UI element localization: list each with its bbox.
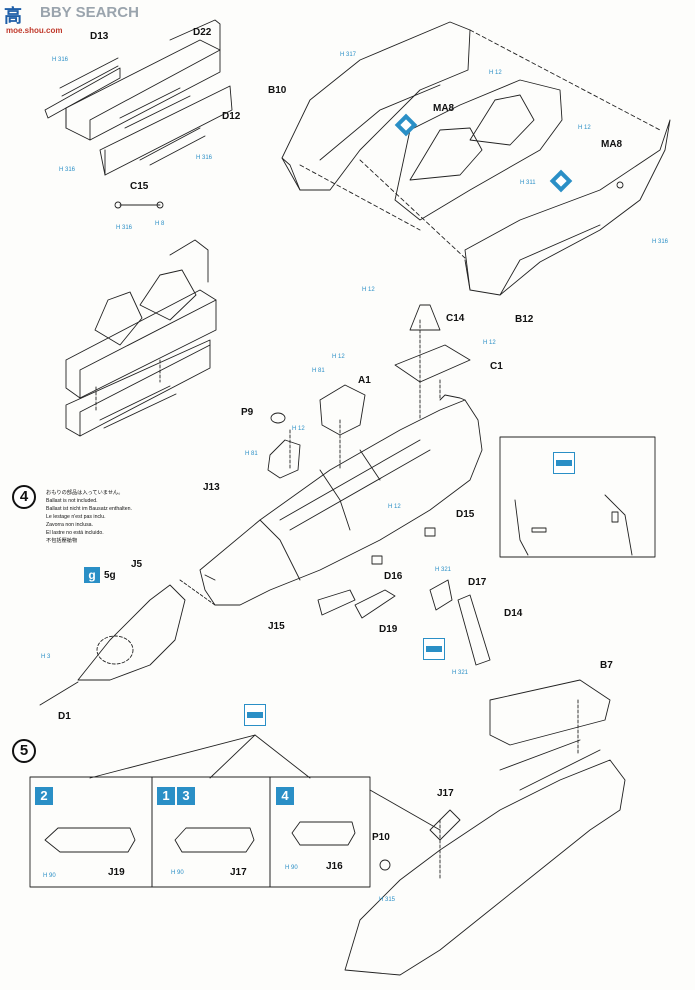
color-code: H 90	[285, 865, 298, 871]
color-code: H 317	[340, 52, 357, 58]
color-code: H 12	[362, 287, 375, 293]
fuselage-step5	[344, 679, 626, 976]
part-label-D19: D19	[379, 624, 398, 635]
cockpit-tub-top-right	[281, 21, 671, 296]
part-label-C15: C15	[130, 181, 149, 192]
pod-parts	[44, 821, 356, 853]
part-label-MA8: MA8	[433, 103, 455, 114]
color-code: H 321	[452, 670, 469, 676]
color-code: H 12	[332, 354, 345, 360]
double-arrow-icon	[423, 638, 445, 660]
panel-number-4: 4	[276, 787, 294, 805]
color-code: H 3	[41, 654, 51, 660]
part-label-J16: J16	[326, 861, 343, 872]
part-label-J17: J17	[230, 867, 247, 878]
weight-badge-icon: g	[84, 567, 100, 583]
color-code: H 316	[52, 57, 69, 63]
ballast-note-zh: 不包括壓艙物	[46, 538, 78, 544]
weight-value: 5g	[104, 570, 116, 581]
part-label-P9: P9	[241, 407, 254, 418]
color-code: H 12	[483, 340, 496, 346]
ballast-note-de: Ballast ist nicht im Bausatz enthalten.	[46, 506, 132, 512]
part-label-J13: J13	[203, 482, 220, 493]
ballast-note-es: El lastre no está incluido.	[46, 530, 104, 536]
double-arrow-icon	[553, 452, 575, 474]
seat-assembly-left	[65, 239, 217, 437]
step5-panels	[29, 734, 371, 888]
color-code: H 311	[520, 180, 536, 186]
color-code: H 316	[59, 167, 76, 173]
part-label-MA8: MA8	[601, 139, 623, 150]
color-code: H 12	[578, 125, 591, 131]
ballast-note-it: Zavorra non inclusa.	[46, 522, 93, 528]
ballast-note-fr: Le lestage n'est pas inclu.	[46, 514, 106, 520]
color-code: H 316	[652, 239, 669, 245]
panel-number-2: 2	[35, 787, 53, 805]
part-label-J17: J17	[437, 788, 454, 799]
watermark-url: moe.shou.com	[6, 26, 63, 35]
part-label-J15: J15	[268, 621, 285, 632]
ballast-note-en: Ballast is not included.	[46, 498, 98, 504]
part-label-D12: D12	[222, 111, 241, 122]
panel-number-1: 1	[157, 787, 175, 805]
part-label-B12: B12	[515, 314, 534, 325]
color-code: H 90	[43, 873, 56, 879]
part-label-C14: C14	[446, 313, 465, 324]
color-code: H 321	[435, 567, 452, 573]
small-parts-step4	[267, 304, 491, 666]
part-label-C1: C1	[490, 361, 503, 372]
part-label-D17: D17	[468, 577, 487, 588]
part-label-D16: D16	[384, 571, 403, 582]
ballast-note-ja: おもりの部品は入っていません。	[46, 490, 124, 496]
fuselage-step4	[39, 319, 483, 706]
color-code: H 316	[196, 155, 213, 161]
rail-assembly-top	[44, 19, 233, 209]
color-code: H 316	[116, 225, 133, 231]
color-code: H 90	[171, 870, 184, 876]
part-label-J5: J5	[131, 559, 143, 570]
part-label-D22: D22	[193, 27, 212, 38]
part-label-D15: D15	[456, 509, 475, 520]
part-label-J19: J19	[108, 867, 125, 878]
color-code: H 81	[312, 368, 325, 374]
color-code: H 12	[489, 70, 502, 76]
step-number-4: 4	[12, 485, 36, 509]
part-label-P10: P10	[372, 832, 390, 843]
color-code: H 8	[155, 221, 165, 227]
double-arrow-icon	[244, 704, 266, 726]
watermark-site-text: BBY SEARCH	[40, 4, 139, 21]
part-label-D14: D14	[504, 608, 523, 619]
detail-box-step4	[499, 436, 656, 558]
color-code: H 12	[292, 426, 305, 432]
part-label-B7: B7	[600, 660, 613, 671]
part-label-D13: D13	[90, 31, 109, 42]
panel-number-3: 3	[177, 787, 195, 805]
part-label-D1: D1	[58, 711, 71, 722]
step-number-5: 5	[12, 739, 36, 763]
color-code: H 81	[245, 451, 258, 457]
color-code: H 12	[388, 504, 401, 510]
ballast-note: おもりの部品は入っていません。 Ballast is not included.…	[46, 489, 132, 545]
watermark-logo: 高	[4, 6, 22, 26]
color-code: H 315	[379, 897, 396, 903]
part-label-A1: A1	[358, 375, 371, 386]
detail-contents	[514, 494, 633, 556]
part-label-B10: B10	[268, 85, 287, 96]
